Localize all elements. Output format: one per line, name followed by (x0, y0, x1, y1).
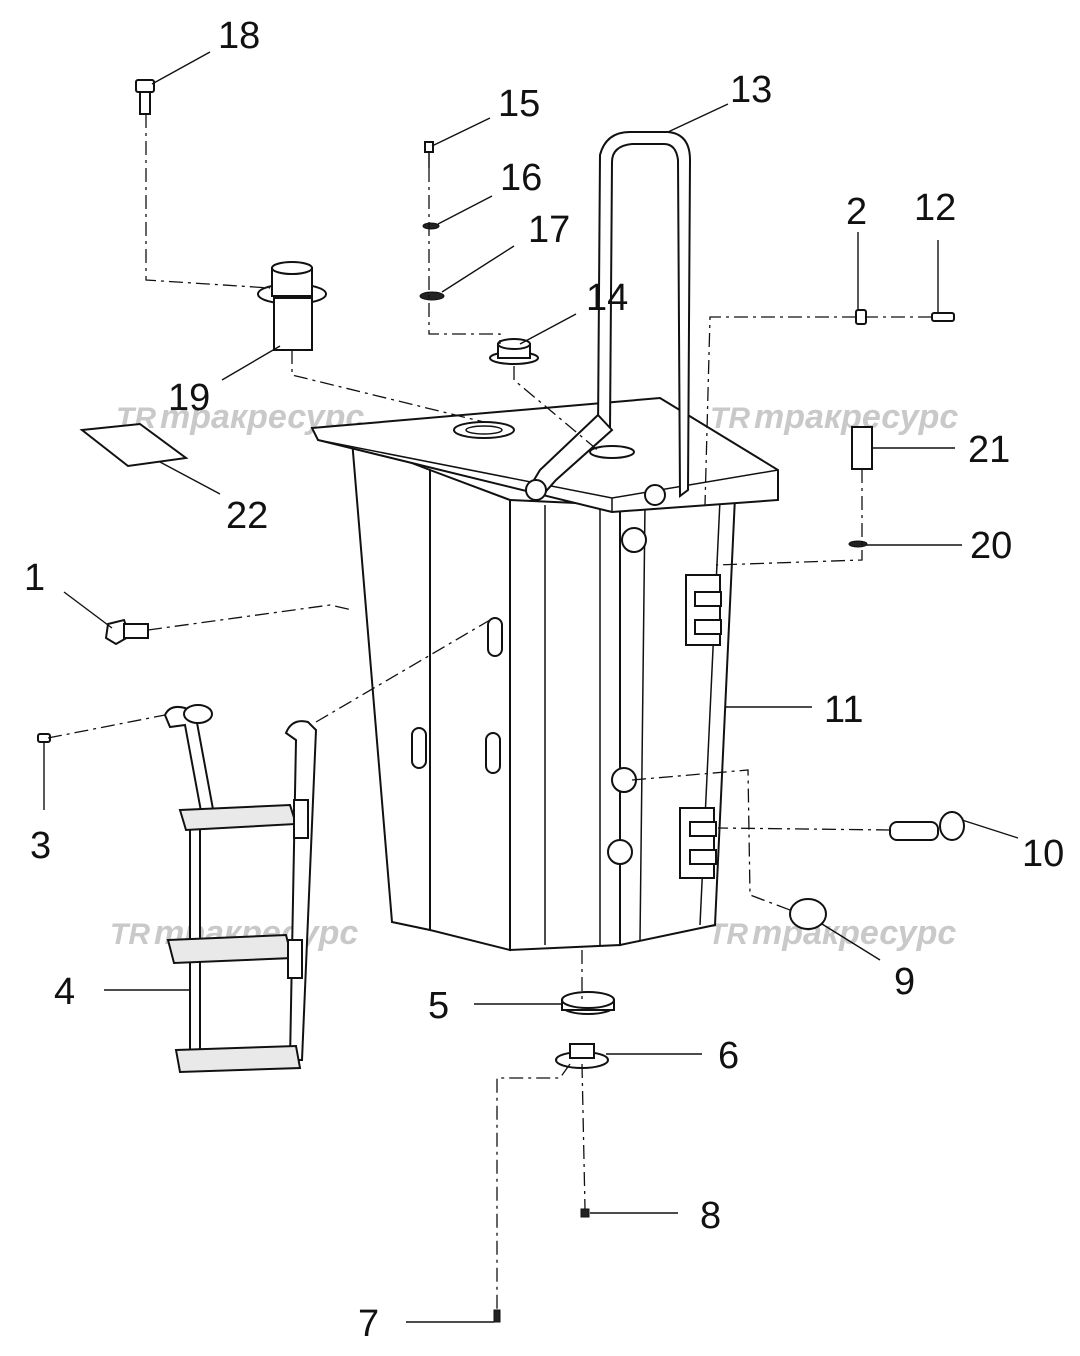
callout-1: 1 (24, 557, 45, 599)
callout-10: 10 (1022, 833, 1064, 875)
callout-20: 20 (970, 525, 1012, 567)
callout-13: 13 (730, 69, 772, 111)
leader-lines (43, 51, 1019, 1323)
watermark-logo: TR (710, 402, 750, 435)
watermark-bottom-right: TR тракресурс (708, 914, 956, 952)
part-1-bolt (104, 618, 149, 646)
part-2-nut (855, 309, 867, 325)
callout-2: 2 (846, 191, 867, 233)
callout-3: 3 (30, 825, 51, 867)
callout-4: 4 (54, 971, 75, 1013)
part-9-plug (789, 898, 827, 930)
callout-21: 21 (968, 429, 1010, 471)
callout-numbers: 18 15 16 17 14 13 2 12 19 22 21 20 1 11 … (24, 15, 1064, 1345)
part-20-washer (848, 540, 868, 548)
part-5-ring (561, 991, 615, 1015)
part-7-bolt (493, 1309, 501, 1323)
part-16-washer (422, 222, 440, 230)
callout-17: 17 (528, 209, 570, 251)
callout-8: 8 (700, 1195, 721, 1237)
callout-14: 14 (586, 277, 628, 319)
callout-11: 11 (824, 689, 863, 731)
part-14-cap (489, 338, 539, 365)
callout-7: 7 (358, 1303, 379, 1345)
callout-18: 18 (218, 15, 260, 57)
callout-16: 16 (500, 157, 542, 199)
part-18-bolt (135, 79, 155, 115)
callout-6: 6 (718, 1035, 739, 1077)
part-8-nut (580, 1208, 590, 1218)
part-10-pin (889, 811, 965, 841)
part-22-plate (79, 422, 189, 468)
watermark-top-right: TR тракресурс (710, 398, 958, 436)
callout-22: 22 (226, 495, 268, 537)
watermark-logo: TR (110, 918, 150, 951)
ladder (163, 704, 318, 1074)
callout-5: 5 (428, 985, 449, 1027)
part-17-gasket (419, 291, 445, 301)
callout-12: 12 (914, 187, 956, 229)
part-21-sleeve (851, 426, 873, 470)
callout-9: 9 (894, 961, 915, 1003)
watermark-text: тракресурс (752, 914, 956, 952)
part-15-screw (424, 141, 434, 168)
callout-19: 19 (168, 377, 210, 419)
assembly-lines (47, 114, 932, 1310)
tank-body (310, 396, 779, 952)
part-12-bolt (931, 312, 955, 322)
callout-15: 15 (498, 83, 540, 125)
handrail (525, 131, 692, 506)
part-19-strainer (257, 261, 327, 351)
